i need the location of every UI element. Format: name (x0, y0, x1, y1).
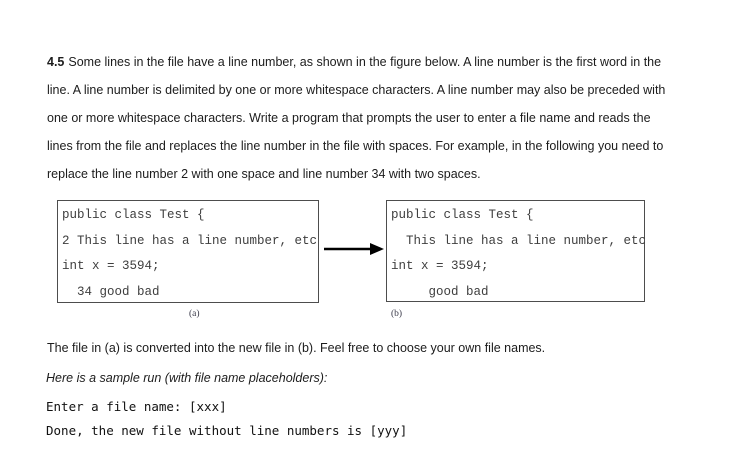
code-line: int x = 3594; (391, 259, 489, 273)
right-arrow-icon (324, 243, 384, 255)
code-line: int x = 3594; (62, 259, 160, 273)
sample-run-line: Enter a file name: [xxx] (46, 399, 227, 414)
code-line: 34 good bad (62, 284, 160, 299)
problem-number: 4.5 (47, 55, 65, 69)
code-line: This line has a line number, etc (391, 233, 647, 248)
problem-line: lines from the file and replaces the lin… (47, 139, 664, 153)
code-line: 2 This line has a line number, etc (62, 233, 318, 248)
figure-label-a: (a) (189, 309, 200, 319)
problem-line: one or more whitespace characters. Write… (47, 111, 651, 125)
conversion-note: The file in (a) is converted into the ne… (47, 341, 546, 355)
figure-label-b: (b) (391, 309, 403, 319)
problem-line: replace the line number 2 with one space… (47, 167, 481, 181)
problem-line: line. A line number is delimited by one … (47, 83, 666, 97)
problem-line-text: Some lines in the file have a line numbe… (68, 55, 662, 69)
code-line: good bad (391, 284, 489, 299)
code-line: public class Test { (62, 208, 205, 222)
sample-run-intro: Here is a sample run (with file name pla… (46, 371, 328, 385)
code-line: public class Test { (391, 208, 534, 222)
code-box-converted-file: public class Test { This line has a line… (386, 200, 647, 302)
code-box-original-file: public class Test { 2 This line has a li… (57, 200, 319, 303)
sample-run-line: Done, the new file without line numbers … (46, 423, 408, 438)
